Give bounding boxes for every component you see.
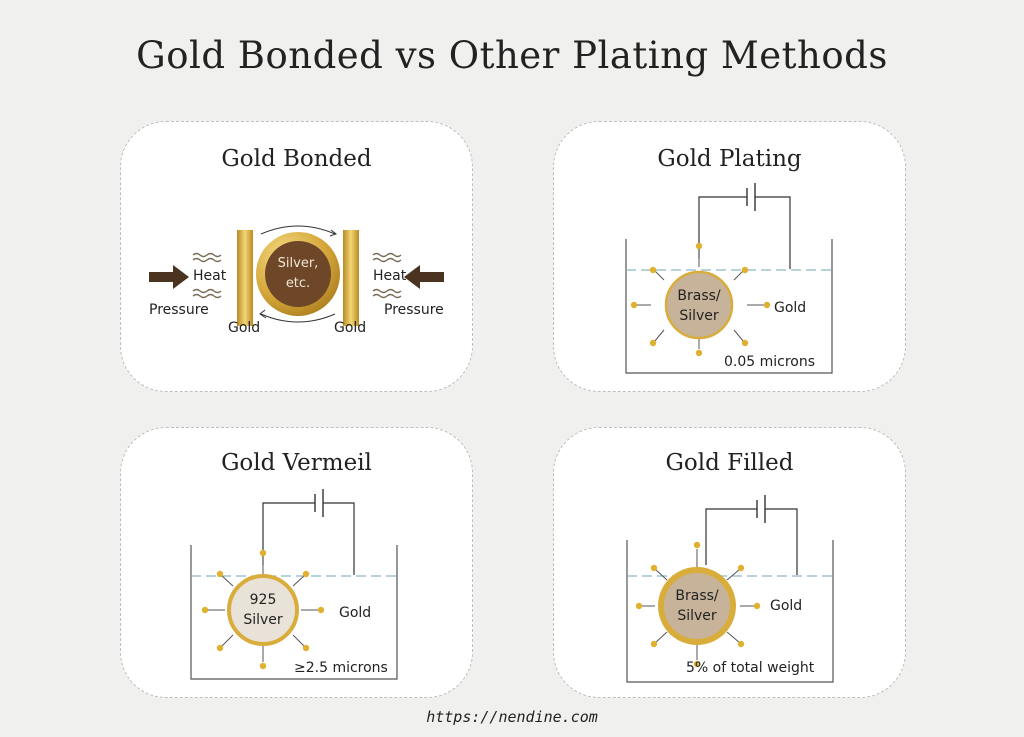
source-url: https://nendine.com [426, 708, 598, 726]
heat-label-left: Heat [193, 268, 227, 284]
pressure-arrow-left-icon [149, 265, 189, 289]
thickness-label: 5% of total weight [686, 660, 815, 676]
gold-label: Gold [339, 605, 372, 621]
core-label-line2: Silver [243, 612, 283, 628]
gold-plating-diagram [625, 183, 833, 374]
gold-vermeil-title: Gold Vermeil [221, 450, 372, 476]
gold-plating-title: Gold Plating [657, 146, 802, 172]
tank [625, 239, 833, 374]
gold-label-left: Gold [228, 320, 261, 336]
heat-waves-right-icon [372, 252, 402, 299]
gold-label: Gold [770, 598, 803, 614]
silver-core-label: Silver, etc. [277, 256, 319, 291]
gold-label-right: Gold [334, 320, 367, 336]
core-label-line1: Brass/ [677, 288, 721, 304]
thickness-label: ≥2.5 microns [294, 660, 388, 676]
gold-vermeil-diagram [190, 489, 398, 680]
brass-silver-core [664, 270, 734, 340]
thickness-label: 0.05 microns [724, 354, 816, 370]
core-label-line2: Silver [679, 308, 719, 324]
heat-waves-left-icon [192, 252, 222, 299]
gold-bonded-diagram [149, 225, 444, 326]
tank [190, 545, 398, 680]
gold-bar-right [343, 230, 359, 326]
heat-label-right: Heat [373, 268, 407, 284]
silver-925-core [227, 574, 299, 646]
gold-label: Gold [774, 300, 807, 316]
brass-silver-core [658, 567, 736, 645]
gold-plating-card: Gold Plating Brass/ Silver Gold 0.05 mic… [553, 121, 906, 392]
gold-bonded-card: Gold Bonded [120, 121, 473, 392]
page-title: Gold Bonded vs Other Plating Methods [136, 34, 888, 77]
pressure-arrow-right-icon [404, 265, 444, 289]
pressure-label-left: Pressure [149, 302, 209, 318]
core-label-line1: 925 [249, 592, 277, 608]
core-label-line1: Brass/ [675, 588, 719, 604]
gold-filled-card: Gold Filled Brass/ Silver Gold 5% of tot… [553, 427, 906, 698]
core-label-line2: Silver [677, 608, 717, 624]
gold-vermeil-card: Gold Vermeil 925 Silver Gold ≥2.5 micron… [120, 427, 473, 698]
gold-filled-diagram [626, 495, 834, 683]
gold-bar-left [237, 230, 253, 326]
pressure-label-right: Pressure [384, 302, 444, 318]
gold-bonded-title: Gold Bonded [221, 146, 372, 172]
silver-core [265, 241, 331, 307]
tank [626, 540, 834, 683]
gold-filled-title: Gold Filled [665, 450, 794, 476]
